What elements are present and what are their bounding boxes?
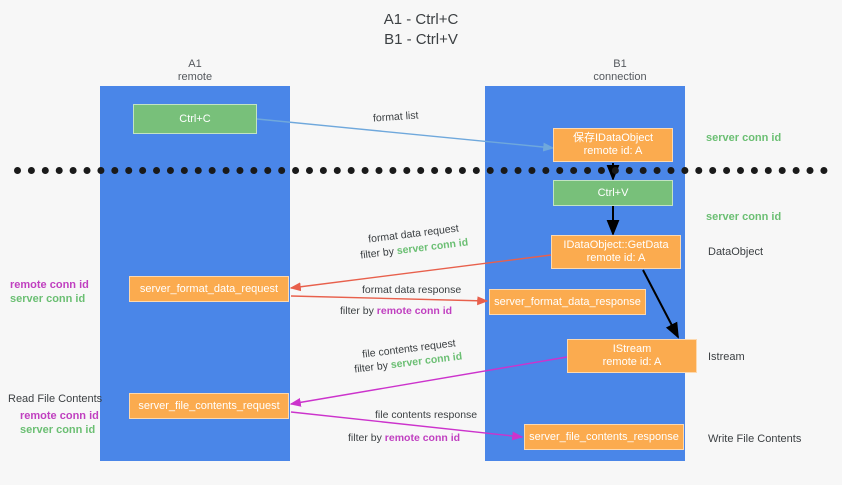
edge-label-format-list: format list [372, 109, 419, 125]
side-label-server-conn-id-top: server conn id [706, 132, 782, 144]
node-ctrl-c-label: Ctrl+C [179, 112, 211, 125]
remote-conn-id-term: remote conn id [376, 305, 453, 317]
node-istream-line2: remote id: A [602, 356, 662, 368]
page-title: A1 - Ctrl+C B1 - Ctrl+V [0, 10, 842, 50]
node-server-file-contents-request-label: server_file_contents_request [138, 399, 280, 412]
node-server-format-data-response-label: server_format_data_response [494, 295, 641, 308]
filter-by-text: filter by [340, 305, 377, 317]
left-label-read-file-contents: Read File Contents remote conn id server… [8, 392, 102, 437]
node-save-idataobject-line1: 保存IDataObject [572, 132, 654, 144]
edge-label-file-contents-response-filter: filter by remote conn id [348, 432, 460, 445]
filter-by-text: filter by [353, 359, 392, 376]
lane-header-a1-sub: remote [177, 71, 213, 83]
node-ctrl-v[interactable]: Ctrl+V [553, 180, 673, 206]
remote-conn-id-term: remote conn id [384, 432, 461, 444]
edge-label-format-data-response-filter: filter by remote conn id [340, 305, 452, 318]
filter-by-text: filter by [359, 245, 398, 262]
filter-by-text: filter by [348, 432, 385, 444]
node-idataobject-getdata-line1: IDataObject::GetData [563, 239, 669, 251]
side-label-write-file-contents: Write File Contents [708, 433, 802, 445]
title-line-1: A1 - Ctrl+C [383, 11, 459, 28]
server-conn-id-term: server conn id [10, 293, 86, 305]
side-label-dataobject: DataObject [708, 246, 764, 258]
phase-separator [14, 167, 828, 174]
lane-header-a1: A1 remote [120, 58, 270, 84]
read-file-contents-title: Read File Contents [8, 393, 103, 405]
lane-header-b1-sub: connection [593, 71, 647, 83]
side-label-server-conn-id-mid: server conn id [706, 211, 782, 223]
node-save-idataobject-line2: remote id: A [583, 145, 643, 157]
node-server-file-contents-response[interactable]: server_file_contents_response [524, 424, 684, 450]
node-istream[interactable]: IStream remote id: A [567, 339, 697, 373]
title-line-2: B1 - Ctrl+V [384, 31, 458, 48]
node-idataobject-getdata[interactable]: IDataObject::GetData remote id: A [551, 235, 681, 269]
side-label-istream: Istream [708, 351, 745, 363]
lane-header-b1-name: B1 [613, 58, 627, 70]
node-server-format-data-response[interactable]: server_format_data_response [489, 289, 646, 315]
node-idataobject-getdata-line2: remote id: A [586, 252, 646, 264]
server-conn-id-term: server conn id [20, 424, 96, 436]
edge-label-format-data-response: format data response [362, 284, 462, 296]
lane-header-a1-name: A1 [188, 58, 202, 70]
node-server-format-data-request-label: server_format_data_request [139, 282, 279, 295]
node-save-idataobject[interactable]: 保存IDataObject remote id: A [553, 128, 673, 162]
remote-conn-id-term: remote conn id [20, 410, 99, 422]
left-label-conn-ids-mid: remote conn id server conn id [10, 278, 89, 306]
edge-label-file-contents-response: file contents response [375, 409, 478, 421]
node-ctrl-v-label: Ctrl+V [597, 186, 629, 199]
node-server-format-data-request[interactable]: server_format_data_request [129, 276, 289, 302]
node-server-file-contents-response-label: server_file_contents_response [529, 430, 679, 443]
node-istream-line1: IStream [612, 343, 652, 355]
remote-conn-id-term: remote conn id [10, 279, 89, 291]
node-ctrl-c[interactable]: Ctrl+C [133, 104, 257, 134]
node-server-file-contents-request[interactable]: server_file_contents_request [129, 393, 289, 419]
lane-header-b1: B1 connection [545, 58, 695, 84]
